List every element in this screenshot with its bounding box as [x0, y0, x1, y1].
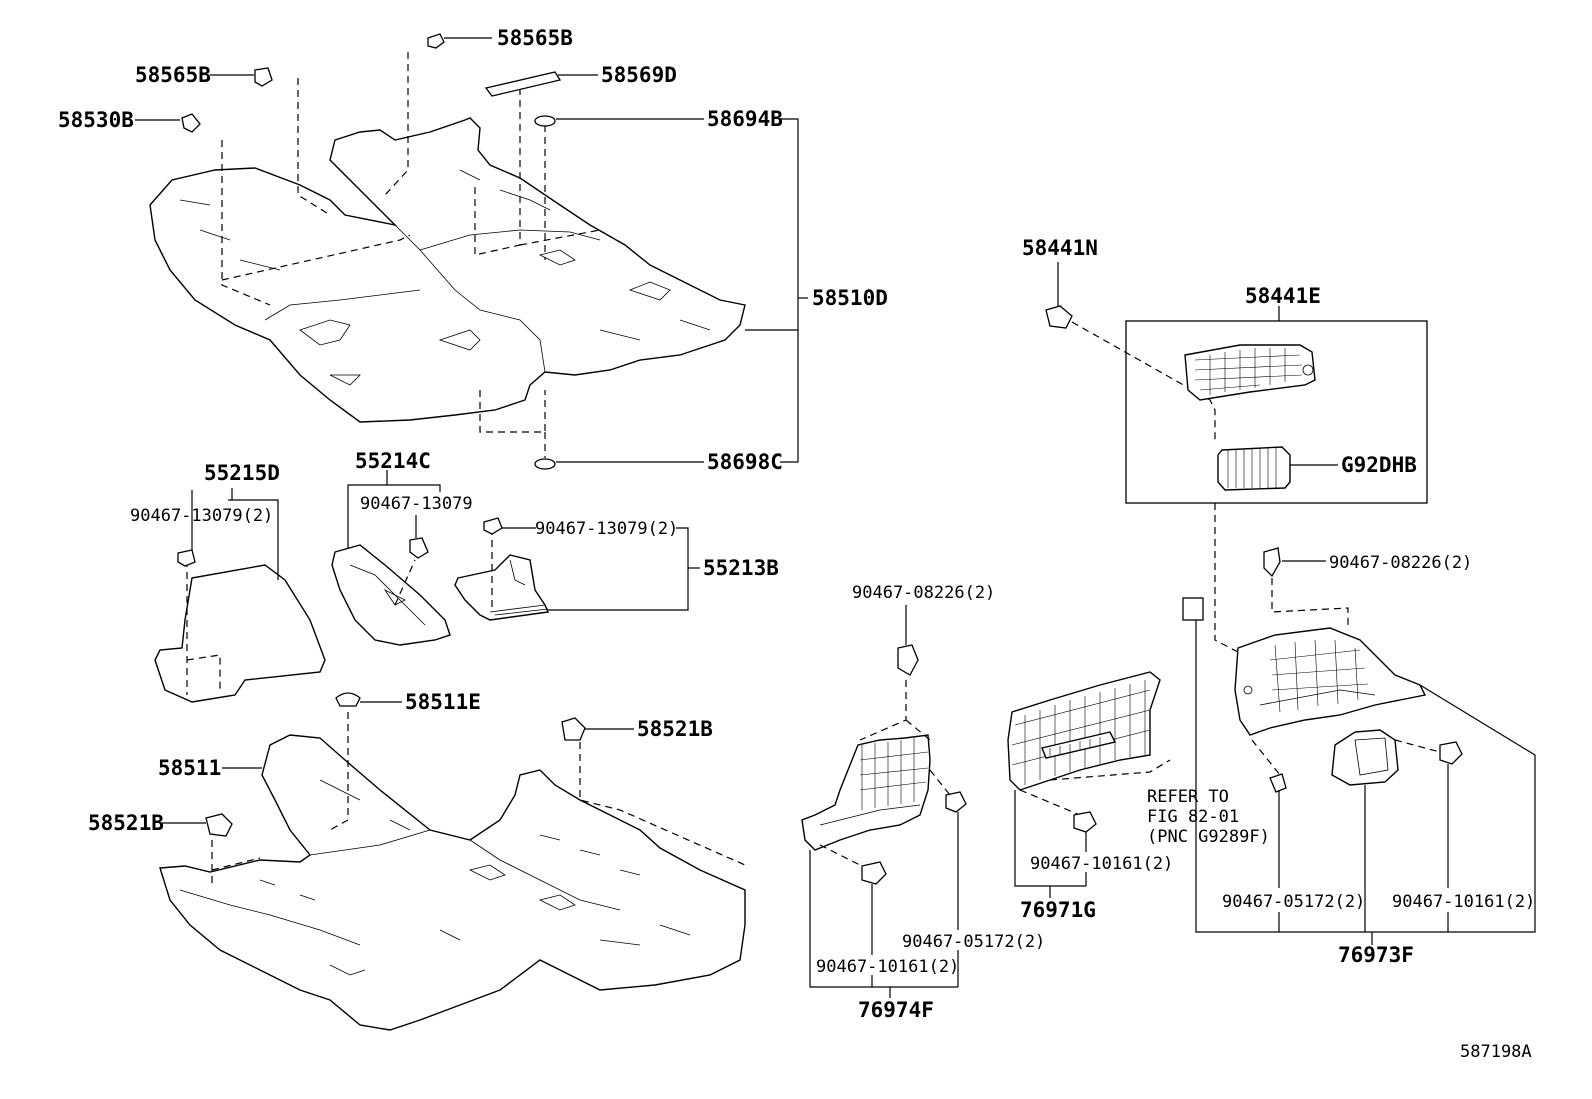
carpet-dashed-guides	[221, 52, 601, 458]
leader-55215D	[228, 499, 279, 580]
part-label-90467-13079-2-a[interactable]: 90467-13079(2)	[130, 506, 273, 526]
trim-76974F	[801, 734, 931, 851]
dash-76973F-a	[1271, 578, 1349, 630]
part-label-58521B-left[interactable]: 58521B	[88, 811, 164, 835]
clip-icon[interactable]	[1045, 305, 1073, 329]
part-label-58511[interactable]: 58511	[158, 756, 221, 780]
mat-55214C	[331, 544, 451, 646]
pad-G92DHB	[1217, 446, 1291, 491]
bracket-icon	[1331, 729, 1399, 786]
part-label-76974F[interactable]: 76974F	[858, 998, 934, 1022]
part-label-G92DHB[interactable]: G92DHB	[1341, 453, 1417, 477]
58441E-group-box	[1125, 320, 1428, 504]
clip-icon[interactable]	[1439, 741, 1463, 765]
clip-icon[interactable]	[177, 549, 196, 567]
leader-76973F-box	[1195, 620, 1536, 933]
part-label-90467-13079-2-b[interactable]: 90467-13079(2)	[535, 519, 678, 539]
floor-carpet-assembly	[149, 117, 746, 423]
refer-note-line1: REFER TO	[1147, 787, 1229, 807]
screw-icon[interactable]	[181, 113, 201, 133]
clip-icon[interactable]	[1263, 547, 1281, 578]
clip-icon[interactable]	[483, 517, 503, 535]
part-label-58511E[interactable]: 58511E	[405, 690, 481, 714]
mat-55213B	[454, 528, 550, 621]
part-label-90467-05172-2-right[interactable]: 90467-05172(2)	[1222, 892, 1365, 912]
part-label-55214C[interactable]: 55214C	[355, 449, 431, 473]
part-label-58694B[interactable]: 58694B	[707, 107, 783, 131]
part-label-90467-08226-2-right[interactable]: 90467-08226(2)	[1329, 553, 1472, 573]
dash-58441N	[1071, 321, 1216, 440]
leader-76971G-box	[1014, 790, 1086, 887]
part-label-76971G[interactable]: 76971G	[1020, 898, 1096, 922]
part-label-58441N[interactable]: 58441N	[1022, 236, 1098, 260]
clip-icon[interactable]	[1073, 811, 1097, 833]
clip-icon[interactable]	[945, 791, 967, 813]
part-label-58698C[interactable]: 58698C	[707, 450, 783, 474]
trim-76973F	[1234, 627, 1427, 736]
dash-76973F-c	[1394, 739, 1441, 753]
clip-icon[interactable]	[254, 67, 273, 87]
part-label-58565B-top[interactable]: 58565B	[497, 26, 573, 50]
part-label-76973F[interactable]: 76973F	[1338, 943, 1414, 967]
trim-76971G	[1007, 671, 1161, 791]
top-fasteners	[181, 33, 562, 470]
clip-icon[interactable]	[409, 537, 429, 559]
plug-icon[interactable]	[335, 692, 361, 707]
part-label-58521B-right[interactable]: 58521B	[637, 717, 713, 741]
grommet-icon[interactable]	[534, 458, 556, 470]
bracket-icon[interactable]	[484, 71, 562, 97]
dash-76974F-b	[905, 719, 931, 741]
dash-76974F-c	[819, 844, 871, 871]
panel-58441E	[1184, 344, 1316, 401]
grommet-icon[interactable]	[534, 115, 556, 127]
leader-76974F-box	[809, 850, 958, 988]
part-label-55215D[interactable]: 55215D	[204, 461, 280, 485]
part-label-90467-10161-2-left[interactable]: 90467-10161(2)	[816, 957, 959, 977]
clip-icon[interactable]	[897, 644, 919, 676]
diagram-id: 587198A	[1460, 1042, 1532, 1062]
dash-76973F-b	[1251, 739, 1281, 776]
part-label-90467-10161-2-mid[interactable]: 90467-10161(2)	[1030, 854, 1173, 874]
dash-76971G-a	[1019, 789, 1081, 816]
leader-55213B	[548, 527, 689, 611]
dash-76971G-b	[1049, 759, 1171, 781]
part-label-58565B-left[interactable]: 58565B	[135, 63, 211, 87]
part-label-90467-08226-2-left[interactable]: 90467-08226(2)	[852, 583, 995, 603]
floor-carpet-58511	[159, 734, 746, 1031]
bottom-carpet-dashed-guides	[211, 712, 746, 885]
part-label-58569D[interactable]: 58569D	[601, 63, 677, 87]
clip-icon[interactable]	[427, 33, 445, 49]
part-label-90467-13079[interactable]: 90467-13079	[360, 494, 473, 514]
part-label-90467-10161-2-right[interactable]: 90467-10161(2)	[1392, 892, 1535, 912]
part-label-55213B[interactable]: 55213B	[703, 556, 779, 580]
mat-55215D	[154, 560, 326, 703]
clip-icon[interactable]	[861, 861, 887, 885]
refer-note-line3: (PNC G9289F)	[1147, 827, 1270, 847]
top-leader-lines	[135, 37, 808, 463]
leader-55214C	[347, 484, 441, 548]
clip-icon[interactable]	[205, 813, 233, 837]
part-label-58441E[interactable]: 58441E	[1245, 284, 1321, 308]
dash-58441E-down	[1214, 503, 1239, 653]
clip-icon[interactable]	[561, 717, 586, 741]
refer-note-line2: FIG 82-01	[1147, 807, 1239, 827]
clip-icon[interactable]	[1269, 773, 1287, 793]
part-label-58530B[interactable]: 58530B	[58, 108, 134, 132]
dash-76974F-top	[859, 680, 907, 741]
mat-piece-icon	[1182, 597, 1204, 621]
part-label-58510D[interactable]: 58510D	[812, 286, 888, 310]
dash-76974F-d	[929, 769, 951, 796]
part-label-90467-05172-2-left[interactable]: 90467-05172(2)	[902, 932, 1045, 952]
